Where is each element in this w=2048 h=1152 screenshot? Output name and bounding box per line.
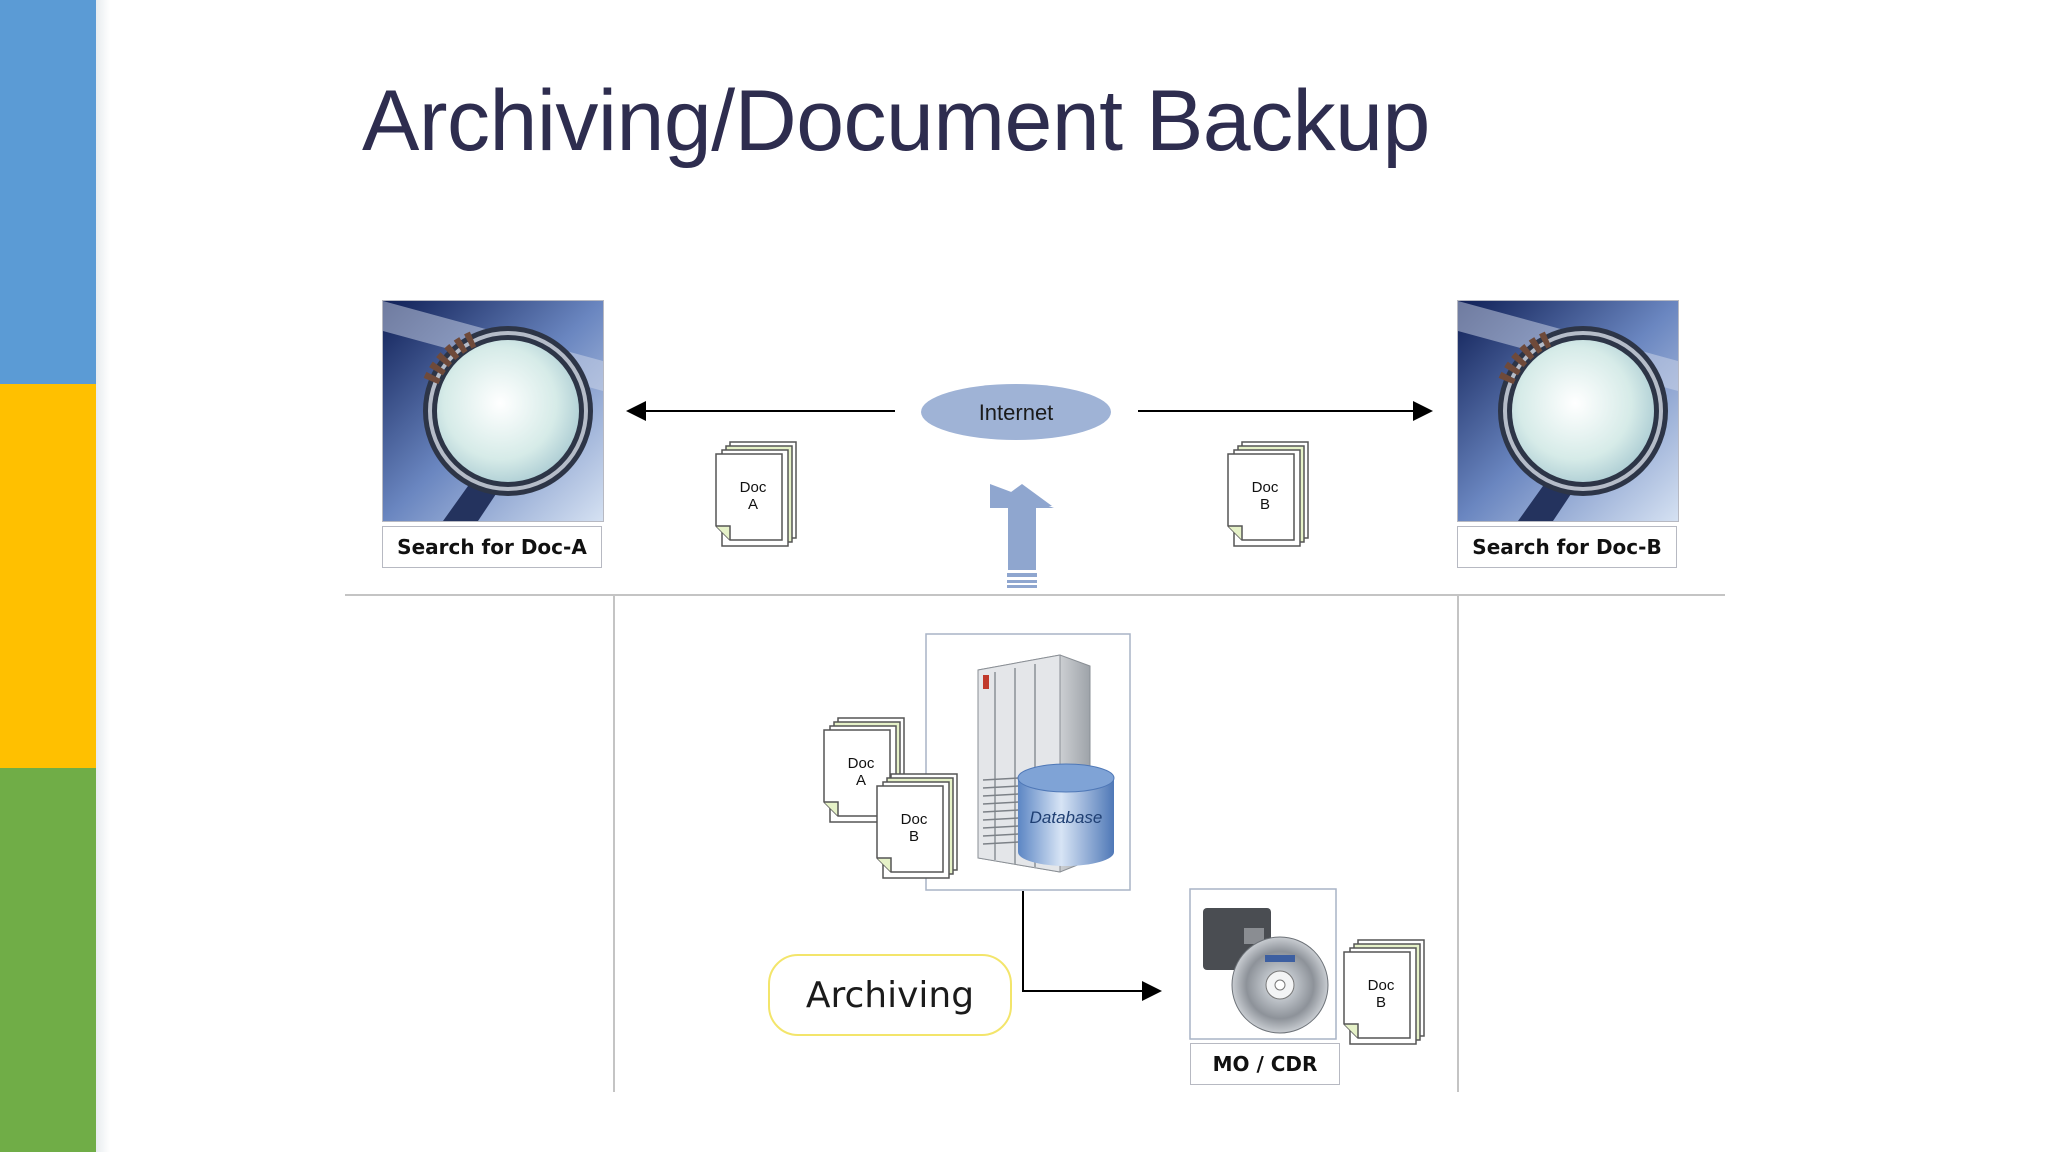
internet-node: Internet: [921, 384, 1111, 440]
accent-bar-shadow: [96, 0, 110, 1152]
slide-title: Archiving/Document Backup: [362, 73, 1430, 169]
accent-bar-blue: [0, 0, 96, 384]
doc-a-top-line2: A: [748, 496, 758, 513]
accent-bar-yellow: [0, 384, 96, 768]
upload-arrow-icon: [990, 484, 1054, 588]
doc-a-server-line1: Doc: [848, 755, 875, 772]
arrow-to-media: [1022, 891, 1162, 1001]
doc-b-top-line2: B: [1260, 496, 1270, 513]
doc-b-server-line2: B: [909, 828, 919, 845]
doc-stack-b-top: Doc B: [1227, 441, 1309, 547]
database-icon: Database: [1017, 763, 1115, 866]
doc-stack-b-server: Doc B: [876, 773, 958, 879]
internet-label: Internet: [979, 400, 1054, 425]
mo-cdr-media: [1189, 888, 1337, 1040]
search-doc-b-image: [1457, 300, 1679, 522]
archiving-label: Archiving: [768, 954, 1012, 1036]
doc-b-media-line2: B: [1376, 994, 1386, 1011]
mo-cdr-caption: MO / CDR: [1190, 1043, 1340, 1085]
doc-b-media-line1: Doc: [1368, 977, 1395, 994]
magnifier-icon: [1458, 301, 1678, 521]
search-doc-a-image: [382, 300, 604, 522]
database-label: Database: [1030, 808, 1103, 827]
doc-b-server-line1: Doc: [901, 811, 928, 828]
doc-stack-a-top: Doc A: [715, 441, 797, 547]
magnifier-icon: [383, 301, 603, 521]
database-server: Database: [925, 633, 1131, 891]
doc-stack-b-media: Doc B: [1343, 939, 1425, 1045]
doc-a-top-line1: Doc: [740, 479, 767, 496]
accent-bar-green: [0, 768, 96, 1152]
search-doc-b-caption: Search for Doc-B: [1457, 526, 1677, 568]
doc-a-server-line2: A: [856, 772, 866, 789]
doc-b-top-line1: Doc: [1252, 479, 1279, 496]
search-doc-a-caption: Search for Doc-A: [382, 526, 602, 568]
